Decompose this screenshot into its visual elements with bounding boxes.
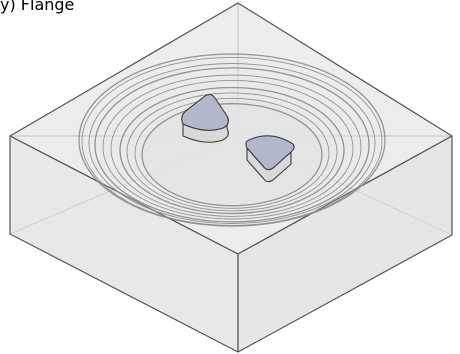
block-right-face xyxy=(237,135,453,353)
flange-ring-1 xyxy=(78,53,386,227)
flange-ring-10 xyxy=(141,103,323,207)
flange-ring-3 xyxy=(88,63,376,224)
flange-ring-5 xyxy=(102,74,362,220)
flange-ring-6 xyxy=(110,79,354,217)
flange-ring-7 xyxy=(119,86,345,215)
peg-left xyxy=(181,93,229,143)
flange-ring-8 xyxy=(126,92,338,212)
flange-rings xyxy=(78,53,386,227)
peg-top xyxy=(245,135,295,171)
flange-ring-4 xyxy=(94,67,370,223)
peg-right xyxy=(245,135,295,183)
flange-ring-9 xyxy=(134,97,330,209)
figure-caption: y) Flange xyxy=(0,0,75,14)
flange-ring-2 xyxy=(81,56,383,226)
peg-top xyxy=(181,93,229,131)
